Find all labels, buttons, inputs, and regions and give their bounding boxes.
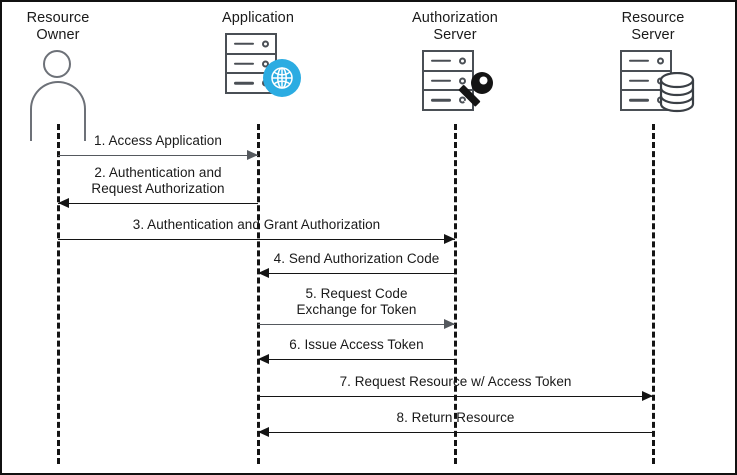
message-arrow-head [258,353,269,364]
server-rack-dash [234,62,254,65]
actor-art-resource-owner [2,46,138,141]
server-rack-icon [620,50,672,116]
actor-label-resource-server: Resource Server [621,10,685,43]
message-arrow-head [258,426,269,437]
key-icon [456,68,498,112]
actor-label-authorization-server: Authorization Server [412,10,498,43]
message-arrow-line [58,239,455,240]
message-arrow-head [247,149,258,160]
actor-art-resource-server [573,46,733,118]
server-rack-dash [629,79,649,82]
actor-resource-owner: Resource Owner [2,10,138,141]
server-rack-dash [431,79,451,82]
message-label-5: 5. Request Code Exchange for Token [296,286,417,317]
actor-art-authorization-server [375,46,535,118]
server-rack-led [459,57,466,65]
message-arrow-line [58,155,258,156]
server-rack-dash [234,42,254,46]
message-arrow-head [444,233,455,244]
message-label-8: 8. Return Resource [396,410,515,425]
message-arrow-head [58,197,69,208]
message-arrow-line [258,324,455,325]
message-label-7: 7. Request Resource w/ Access Token [339,374,572,389]
person-icon [26,50,90,141]
message-arrow-line [258,432,653,433]
message-arrow-line [258,359,455,360]
actor-label-application: Application [221,10,295,26]
server-rack-dash [234,82,254,85]
actor-authorization-server: Authorization Server [375,10,535,118]
globe-icon [263,59,301,97]
message-arrow-line [258,396,653,397]
server-rack-dash [629,99,649,102]
lifeline-application [256,124,260,464]
actor-application: Application [178,10,338,101]
message-arrow-line [58,203,258,204]
message-label-1: 1. Access Application [94,133,222,148]
server-rack-led [459,77,466,85]
message-arrow-head [642,390,653,401]
message-label-3: 3. Authentication and Grant Authorizatio… [132,217,381,232]
message-label-4: 4. Send Authorization Code [273,251,440,266]
lifeline-authorization-server [453,124,457,464]
server-rack-led [459,96,466,104]
person-body [30,81,86,141]
server-rack-icon [422,50,474,116]
message-label-6: 6. Issue Access Token [289,337,424,352]
actor-label-resource-owner: Resource Owner [26,10,90,43]
lifeline-resource-owner [56,124,60,464]
person-head [43,50,71,78]
actor-resource-server: Resource Server [573,10,733,118]
message-arrow-head [444,318,455,329]
message-label-2: 2. Authentication and Request Authorizat… [91,165,225,196]
server-rack-dash [431,59,451,63]
lifeline-resource-server [651,124,655,464]
server-rack-led [262,40,269,48]
message-arrow-line [258,273,455,274]
database-icon [657,71,697,114]
server-rack-unit [422,89,474,112]
server-rack-dash [629,59,649,63]
server-rack-dash [431,99,451,102]
message-arrow-head [258,267,269,278]
actor-art-application [178,29,338,101]
server-rack-led [657,57,664,65]
